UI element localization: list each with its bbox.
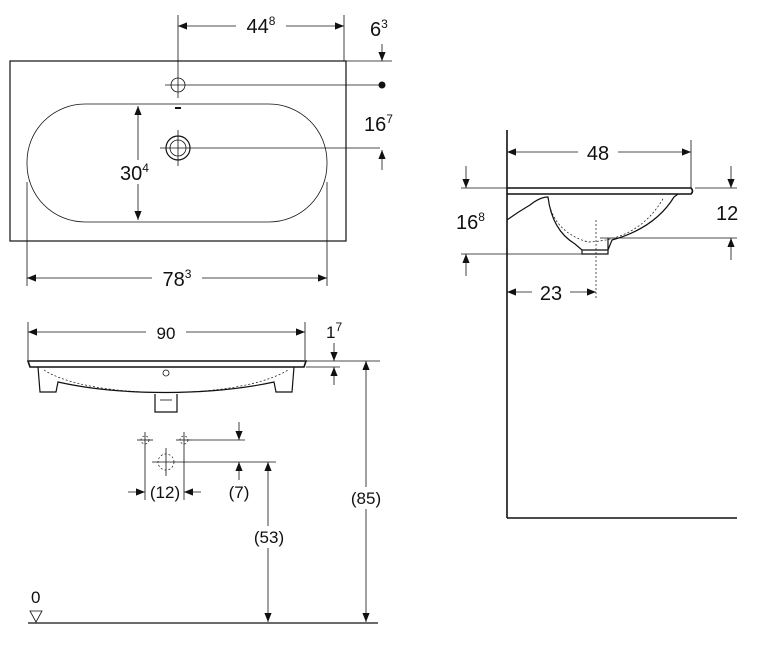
side-basin-body [506,193,679,251]
side-basin-waste [581,238,609,255]
dim-rim-thickness: 17 [326,320,342,342]
drain-icon [160,130,196,166]
tap-hole-icon [165,72,191,98]
dim-height-left: 168 [456,210,485,234]
dim-depth: 48 [587,143,609,165]
dim-tap-offset: 448 [247,14,276,38]
dim-mounting-height: (85) [351,489,381,508]
dim-bowl-depth: 304 [120,161,149,185]
top-view: 448 63 167 304 783 [9,14,393,291]
dim-drain-from-wall: 23 [540,283,562,305]
top-view-bowl [26,103,328,223]
dim-bowl-width: 783 [163,267,192,291]
dim-waste-height-small: (7) [229,483,250,502]
side-basin-rim [507,187,694,195]
front-basin-bowl [43,369,289,393]
dim-drain-offset: 167 [364,112,393,136]
dim-overall-width: 90 [157,324,176,343]
dim-waste-height: (53) [254,528,284,547]
side-view: 48 168 12 23 [456,130,738,519]
waste-symbol-center-icon [152,448,180,476]
waste-symbol-right-icon [176,432,192,448]
front-view: 90 17 [26,320,389,624]
front-basin-rim [26,360,308,368]
side-basin-bowl [547,196,665,243]
tap-hole-marker [378,81,386,89]
dim-edge-offset: 63 [370,17,388,41]
dim-waste-spacing: (12) [150,483,180,502]
overflow-slot [175,107,181,109]
waste-symbol-left-icon [137,432,153,448]
floor-level-icon [29,610,43,623]
front-basin-body [37,366,295,394]
floor-level-label: 0 [31,588,40,607]
front-basin-waste [154,394,178,413]
dim-height-right: 12 [716,203,738,225]
